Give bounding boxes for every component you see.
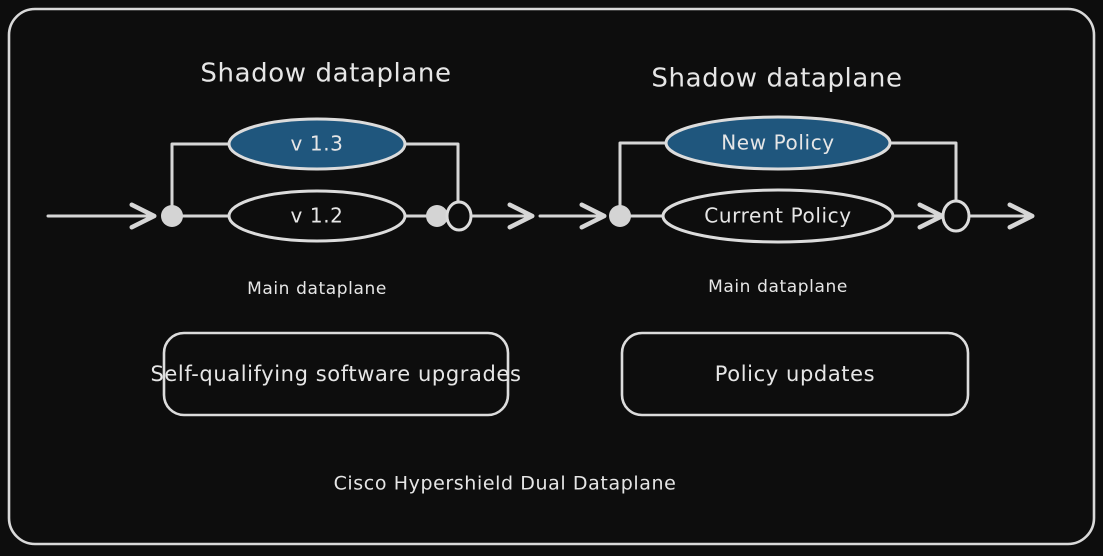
merge-gate-right <box>941 199 971 233</box>
shadow-dataplane-heading-right: Shadow dataplane <box>651 64 902 94</box>
shadow-branch-left-up <box>170 142 242 218</box>
main-node-left[interactable] <box>227 189 407 243</box>
panel-policy-updates: Shadow dataplane New Policy Current Poli… <box>538 64 1035 417</box>
shadow-node-right[interactable] <box>664 115 892 171</box>
summary-box-right[interactable] <box>620 331 970 417</box>
outer-frame <box>7 7 1096 546</box>
shadow-branch-left-down <box>402 142 460 205</box>
split-dot-left <box>161 205 183 227</box>
summary-box-right-label: Policy updates <box>715 362 875 386</box>
panel-software-upgrades: Shadow dataplane v 1.3 v 1.2 Main datapl… <box>46 59 535 417</box>
main-node-left-label: v 1.2 <box>291 204 344 228</box>
merge-dot-left <box>426 205 448 227</box>
main-node-right-label: Current Policy <box>704 204 851 228</box>
shadow-node-left[interactable] <box>227 117 407 171</box>
main-node-right[interactable] <box>661 188 895 244</box>
shadow-node-right-label: New Policy <box>721 131 835 155</box>
split-dot-right <box>609 205 631 227</box>
shadow-node-left-label: v 1.3 <box>291 132 344 156</box>
main-dataplane-label-right: Main dataplane <box>708 277 848 297</box>
merge-gate-left <box>445 200 473 232</box>
diagram-caption: Cisco Hypershield Dual Dataplane <box>334 473 677 495</box>
shadow-dataplane-heading-left: Shadow dataplane <box>200 59 451 89</box>
summary-box-left-label: Self-qualifying software upgrades <box>150 362 521 386</box>
summary-box-left[interactable] <box>162 331 510 417</box>
shadow-branch-right-down <box>864 141 958 204</box>
main-dataplane-label-left: Main dataplane <box>247 279 387 299</box>
